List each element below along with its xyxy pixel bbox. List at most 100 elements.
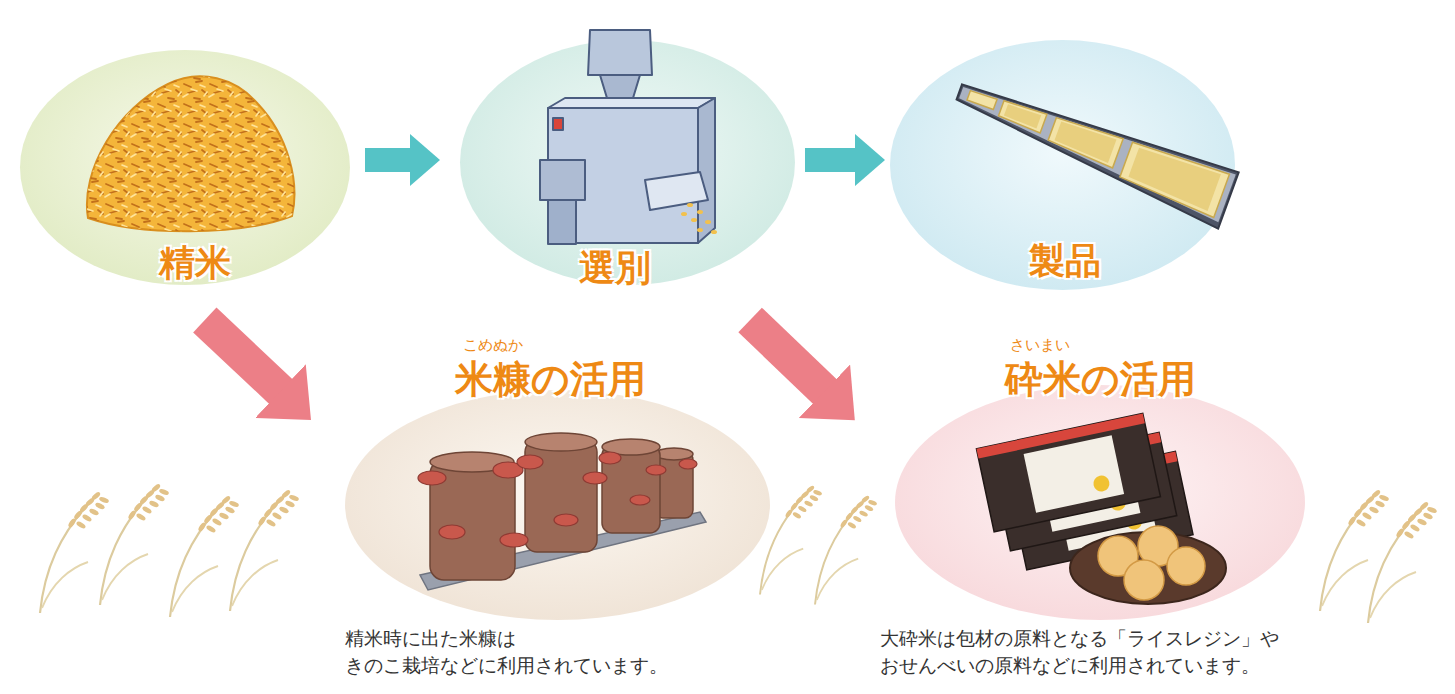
- package-bag: [1009, 451, 1193, 569]
- side-chute: [540, 160, 585, 200]
- ellipse-shape: [895, 385, 1305, 620]
- mushroom-cap: [630, 495, 650, 505]
- rice-cracker: [1167, 547, 1205, 585]
- package: [993, 432, 1177, 550]
- machine-side: [698, 98, 715, 243]
- flow-arrow: [365, 148, 411, 172]
- red-button: [553, 118, 563, 130]
- package: [1009, 451, 1193, 569]
- hopper: [588, 30, 652, 75]
- sorting-machine: [540, 30, 715, 244]
- rice-stalk: [170, 495, 240, 617]
- ellipse-fill: [895, 385, 1305, 620]
- package-label: [1040, 454, 1141, 531]
- grain: [691, 218, 697, 222]
- node-label: 精米: [159, 245, 231, 281]
- ellipse-node: こめぬか米糠の活用精米時に出た米糠は きのこ栽培などに利用されています。: [345, 390, 770, 620]
- mushroom-logs: [418, 433, 706, 590]
- grain: [681, 212, 687, 216]
- product-tray: [1047, 115, 1123, 168]
- conveyor: [946, 73, 1239, 229]
- rice-packages: [976, 408, 1193, 575]
- ellipse-node: 製品: [890, 40, 1235, 290]
- mushroom-cap: [646, 465, 666, 475]
- ellipse-fill: [460, 40, 795, 285]
- package-stripe: [993, 432, 1161, 477]
- ellipse-shape: [460, 40, 795, 285]
- rice-cracker: [1124, 560, 1164, 600]
- package-dot: [1125, 512, 1144, 531]
- package-stripe: [1009, 451, 1177, 496]
- mushroom-cap: [418, 471, 446, 485]
- log: [602, 445, 660, 533]
- rice-stalk: [100, 483, 170, 605]
- falling-grains: [681, 203, 717, 234]
- product-tray: [967, 90, 997, 110]
- ellipse-fill: [20, 50, 350, 285]
- furigana: さいまい: [1010, 338, 1070, 353]
- grain: [697, 210, 703, 214]
- flow-arrow: [205, 320, 281, 392]
- ellipse-node: さいまい砕米の活用大砕米は包材の原料となる「ライスレジン」や おせんべいの原料な…: [895, 385, 1305, 620]
- package-dot: [1108, 493, 1127, 512]
- node-label: 選別: [579, 250, 651, 286]
- grain: [697, 228, 703, 232]
- plate: [1070, 532, 1226, 604]
- package-label: [1024, 435, 1125, 512]
- tray-filling: [1053, 120, 1116, 163]
- grain: [687, 203, 693, 207]
- log-top: [430, 452, 514, 472]
- mushroom-cap: [517, 455, 543, 469]
- ellipse-node: 精米: [20, 50, 350, 285]
- outlet-tray: [645, 172, 708, 210]
- machine-body: [548, 108, 698, 243]
- package: [976, 413, 1160, 531]
- rice-mound: [87, 76, 294, 231]
- flow-arrow: [805, 148, 856, 172]
- tray-filling: [1004, 103, 1042, 128]
- product-tray: [998, 99, 1047, 133]
- belt-surface: [950, 77, 1236, 223]
- mushroom-cap: [493, 462, 523, 478]
- ellipse-node: 選別: [460, 40, 795, 285]
- caption: 精米時に出た米糠は きのこ栽培などに利用されています。: [345, 625, 765, 678]
- mushroom-cap: [439, 525, 465, 539]
- package-bag: [993, 432, 1177, 550]
- rice-stalk: [1320, 489, 1390, 611]
- rice-stalk: [815, 495, 878, 605]
- ellipse-fill: [890, 40, 1235, 290]
- mushroom-cap: [554, 514, 578, 526]
- package-bag: [976, 413, 1160, 531]
- log-top: [602, 439, 660, 455]
- mushroom-cap: [679, 459, 697, 469]
- package-label: [1056, 473, 1157, 550]
- furigana: こめぬか: [463, 338, 523, 353]
- grain: [711, 230, 717, 234]
- rice-stalk: [40, 491, 110, 613]
- flow-arrow: [750, 320, 825, 392]
- tray-filling: [1127, 145, 1221, 211]
- outlet-pipe: [548, 200, 576, 244]
- log-top: [655, 448, 693, 460]
- log-top: [525, 433, 597, 451]
- ellipse-shape: [345, 390, 770, 620]
- heading: 米糠の活用: [455, 360, 646, 398]
- rice-grains: [87, 76, 294, 231]
- caption: 大砕米は包材の原料となる「ライスレジン」や おせんべいの原料などに利用されていま…: [880, 625, 1310, 678]
- rice-stalks: [40, 483, 1438, 623]
- rice-cracker: [1138, 526, 1178, 566]
- shelf: [420, 512, 706, 590]
- rice-pile: [87, 76, 294, 231]
- belt: [946, 73, 1239, 229]
- cracker-plate: [1070, 526, 1226, 604]
- node-label: 製品: [1029, 243, 1101, 279]
- rice-stalk: [230, 489, 300, 611]
- machine-top: [548, 98, 715, 108]
- product-tray: [1118, 139, 1230, 217]
- heading: 砕米の活用: [1005, 360, 1196, 398]
- log: [525, 440, 597, 552]
- rice-stalk: [1368, 501, 1438, 623]
